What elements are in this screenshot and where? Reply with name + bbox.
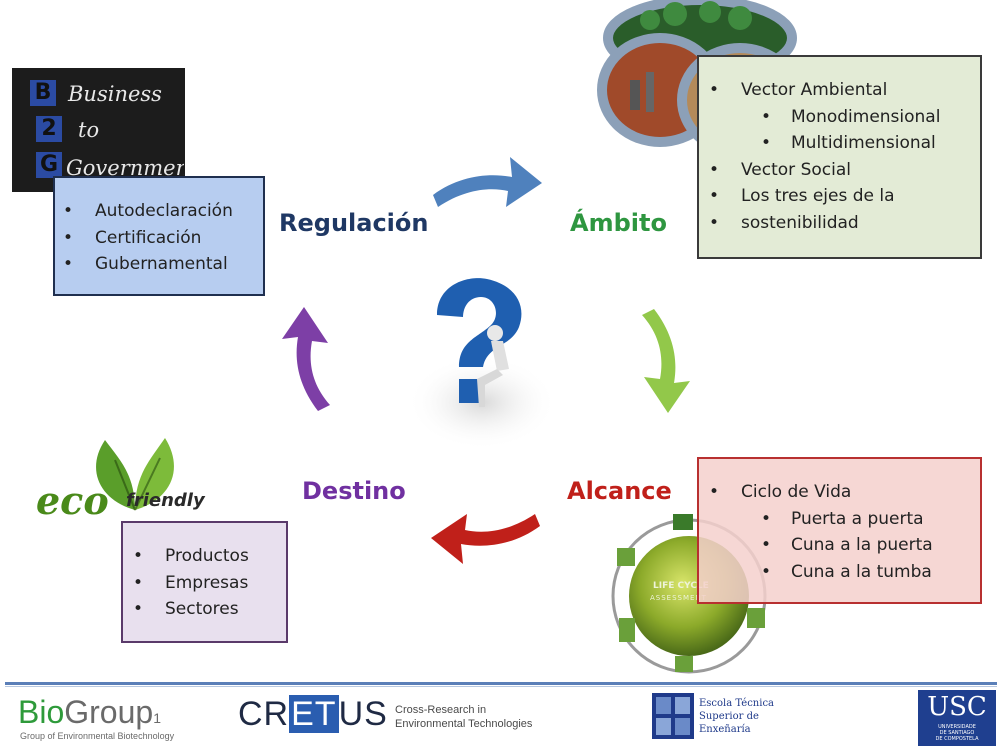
ambito-item-sostenibilidad: sostenibilidad — [709, 210, 980, 237]
cretus-subtitle-2: Environmental Technologies — [395, 718, 533, 730]
etse-logo-icon — [652, 693, 694, 739]
destino-item-productos: Productos — [133, 543, 286, 570]
ambito-item-tres-ejes: Los tres ejes de la — [709, 183, 980, 210]
etse-text-2: Superior de — [699, 711, 759, 722]
usc-logo: USC UNIVERSIDADE DE SANTIAGO DE COMPOSTE… — [918, 690, 996, 746]
usc-line-2: DE SANTIAGO — [939, 730, 975, 736]
b2g-letter-b: B — [30, 80, 56, 106]
alcance-item-ciclo-de-vida: Ciclo de Vida — [709, 479, 980, 506]
arrow-green-icon — [642, 309, 690, 413]
cretus-subtitle-1: Cross-Research in — [395, 704, 487, 716]
arrow-red-icon — [431, 514, 540, 564]
biogroup-subtitle: Group of Environmental Biotechnology — [20, 731, 175, 741]
biogroup-superscript: 1 — [153, 710, 161, 726]
ambito-item-vector-ambiental: Vector Ambiental — [709, 77, 980, 104]
destino-box: Productos Empresas Sectores — [121, 521, 288, 643]
lca-center-text-1: LIFE CYCLE — [653, 581, 709, 591]
biogroup-logo: BioGroup1 — [18, 694, 161, 731]
heading-regulacion: Regulación — [279, 209, 429, 237]
ambito-item-vector-social: Vector Social — [709, 157, 980, 184]
usc-title: USC — [927, 692, 987, 722]
footer-divider-secondary — [5, 686, 997, 687]
regulacion-item-2: Certificación — [63, 225, 263, 252]
lca-center-text-2: ASSESSMENT — [650, 594, 707, 602]
question-mark-figure-icon — [407, 278, 557, 450]
usc-line-3: DE COMPOSTELA — [935, 736, 979, 742]
destino-item-sectores: Sectores — [133, 596, 286, 623]
alcance-box: Ciclo de Vida Puerta a puerta Cuna a la … — [697, 457, 982, 604]
alcance-item-puerta-a-puerta: Puerta a puerta — [761, 506, 980, 533]
usc-line-1: UNIVERSIDADE — [938, 724, 976, 730]
footer-divider — [5, 682, 997, 685]
eco-logo-friendly-text: friendly — [126, 490, 205, 511]
heading-ambito: Ámbito — [570, 209, 667, 237]
ambito-item-monodimensional: Monodimensional — [761, 104, 980, 131]
b2g-chalkboard-image: B Business 2 to G Government — [12, 68, 185, 192]
regulacion-item-1: Autodeclaración — [63, 198, 263, 225]
biogroup-bio-text: Bio — [18, 694, 65, 730]
regulacion-item-3: Gubernamental — [63, 251, 263, 278]
etse-text-1: Escola Técnica — [699, 698, 775, 709]
b2g-word-to: to — [78, 118, 100, 142]
cretus-cr-text: CR — [238, 695, 290, 733]
ambito-box: Vector Ambiental Monodimensional Multidi… — [697, 55, 982, 259]
regulacion-box: Autodeclaración Certificación Gubernamen… — [53, 176, 265, 296]
alcance-item-cuna-a-la-puerta: Cuna a la puerta — [761, 532, 980, 559]
cretus-logo: CRETUS — [238, 695, 388, 734]
arrow-blue-icon — [433, 157, 542, 207]
b2g-letter-2: 2 — [36, 116, 62, 142]
alcance-item-cuna-a-la-tumba: Cuna a la tumba — [761, 559, 980, 586]
heading-destino: Destino — [302, 477, 406, 505]
etse-text-3: Enxeñaría — [699, 724, 751, 735]
ambito-item-multidimensional: Multidimensional — [761, 130, 980, 157]
b2g-letter-g: G — [36, 152, 62, 178]
eco-logo-eco-text: eco — [36, 478, 109, 523]
biogroup-group-text: Group — [64, 694, 154, 730]
arrow-purple-icon — [282, 307, 330, 411]
eco-friendly-leaf-icon — [96, 438, 174, 511]
heading-alcance: Alcance — [567, 477, 672, 505]
cretus-et-text: ET — [289, 695, 339, 733]
b2g-word-business: Business — [68, 82, 162, 106]
cretus-us-text: US — [338, 695, 388, 733]
destino-item-empresas: Empresas — [133, 570, 286, 597]
